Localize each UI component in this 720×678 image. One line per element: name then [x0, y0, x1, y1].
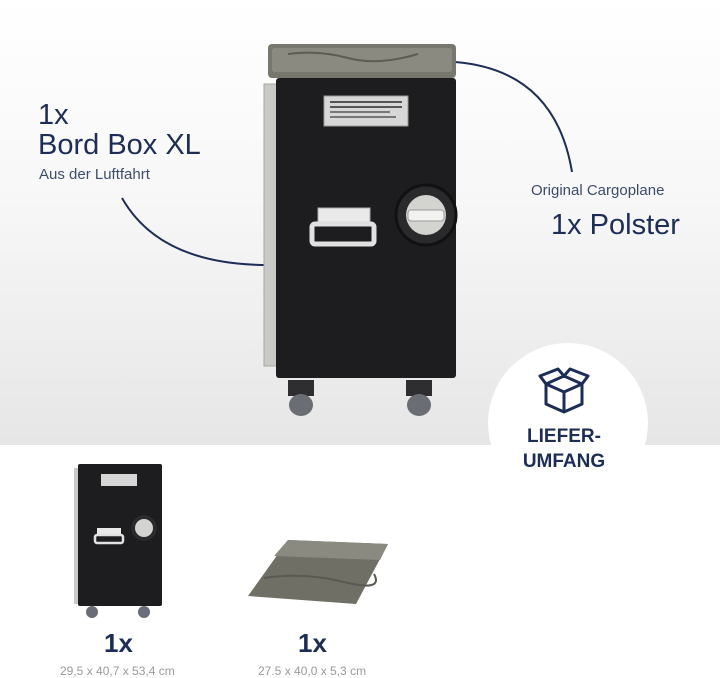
cushion-dimensions: 27.5 x 40,0 x 5,3 cm	[258, 664, 367, 678]
box-quantity: 1x	[38, 99, 69, 131]
box-name: Bord Box XL	[38, 129, 201, 161]
cushion-image	[248, 540, 388, 604]
badge-line-1: LIEFER-	[527, 426, 601, 447]
delivery-badge	[480, 343, 648, 503]
bord-box-small-image	[74, 464, 162, 618]
cushion-title: 1x Polster	[551, 209, 680, 241]
connector-lines	[121, 61, 573, 266]
bord-box-image	[263, 44, 458, 416]
box-subtitle: Aus der Luftfahrt	[39, 166, 150, 183]
cushion-qty-small: 1x	[298, 628, 327, 658]
box-dimensions: 29,5 x 40,7 x 53,4 cm	[60, 664, 175, 678]
open-box-icon	[538, 367, 590, 414]
box-qty-small: 1x	[104, 628, 133, 658]
cushion-source: Original Cargoplane	[531, 182, 665, 199]
badge-line-2: UMFANG	[522, 451, 606, 472]
